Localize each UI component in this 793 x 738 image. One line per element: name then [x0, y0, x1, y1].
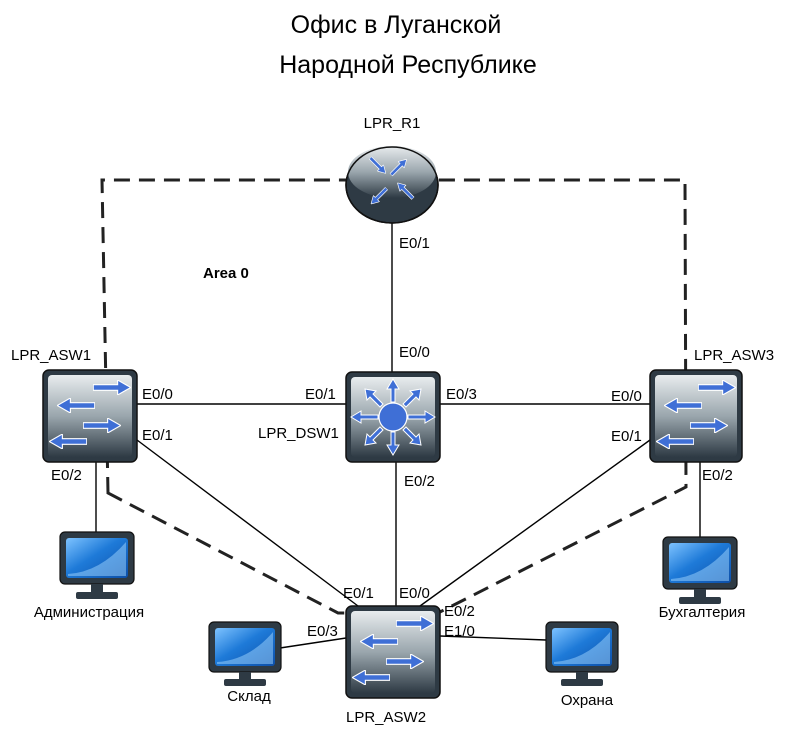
link-asw3-asw2: [419, 439, 651, 607]
port-label-asw3-e0-0: E0/0: [611, 388, 642, 405]
router-lpr-r1[interactable]: LPR_R1: [345, 115, 439, 224]
workstation-admin[interactable]: [59, 531, 135, 599]
workstation-security[interactable]: [545, 621, 619, 686]
monitor-neck: [576, 672, 588, 680]
port-label-dsw1-e0-0: E0/0: [399, 344, 430, 361]
area-boundary: [100, 178, 688, 615]
port-label-dsw1-e0-2: E0/2: [404, 473, 435, 490]
switch-lpr-asw2[interactable]: [345, 605, 441, 699]
switch-face: [48, 375, 132, 457]
port-label-dsw1-e0-3: E0/3: [446, 386, 477, 403]
port-label-asw2-e0-0: E0/0: [399, 585, 430, 602]
security-label: Охрана: [561, 692, 614, 709]
monitor-neck: [694, 589, 706, 598]
port-label-asw1-e0-0: E0/0: [142, 386, 173, 403]
diagram-title-line-1: Офис в Луганской: [291, 11, 502, 39]
port-label-asw2-e0-1: E0/1: [343, 585, 374, 602]
accounting-label: Бухгалтерия: [659, 604, 746, 621]
switch-face: [655, 375, 737, 457]
switch-lpr-asw1[interactable]: [42, 369, 138, 463]
workstation-warehouse[interactable]: [208, 621, 282, 686]
monitor-base: [561, 679, 603, 686]
port-label-asw2-e0-2: E0/2: [444, 603, 475, 620]
port-label-asw3-e0-2: E0/2: [702, 467, 733, 484]
multilayer-arrows-icon: [350, 378, 436, 456]
switch-lpr-asw3[interactable]: [649, 369, 743, 463]
warehouse-label: Склад: [227, 688, 271, 705]
link-asw1-asw2: [136, 439, 359, 607]
monitor-base: [679, 597, 721, 604]
port-labels: E0/1 E0/0 E0/0 E0/1 E0/3 E0/0 E0/2 E0/0 …: [51, 235, 733, 640]
workstation-accounting[interactable]: [662, 536, 738, 604]
port-label-dsw1-e0-1: E0/1: [305, 386, 336, 403]
asw3-label: LPR_ASW3: [694, 347, 774, 364]
port-label-r1-e0-1: E0/1: [399, 235, 430, 252]
asw2-label: LPR_ASW2: [346, 709, 426, 726]
router-label: LPR_R1: [364, 115, 421, 132]
area-label: Area 0: [203, 265, 249, 282]
switch-lpr-dsw1[interactable]: [345, 371, 441, 463]
asw1-label: LPR_ASW1: [11, 347, 91, 364]
switch-face: [351, 611, 435, 693]
monitor-base: [76, 592, 118, 599]
monitor-base: [224, 679, 266, 686]
link-asw2-warehouse: [279, 637, 347, 649]
port-label-asw3-e0-1: E0/1: [611, 428, 642, 445]
router-rim: [345, 146, 439, 224]
dsw1-label: LPR_DSW1: [258, 425, 339, 442]
diagram-title-line-2: Народной Республике: [279, 51, 537, 79]
monitor-neck: [239, 672, 251, 680]
port-label-asw1-e0-1: E0/1: [142, 427, 173, 444]
port-label-asw1-e0-2: E0/2: [51, 467, 82, 484]
monitor-neck: [91, 584, 103, 593]
link-asw2-security: [439, 635, 547, 641]
links: [95, 220, 701, 649]
port-label-asw2-e1-0: E1/0: [444, 623, 475, 640]
admin-label: Администрация: [34, 604, 144, 621]
port-label-asw2-e0-3: E0/3: [307, 623, 338, 640]
